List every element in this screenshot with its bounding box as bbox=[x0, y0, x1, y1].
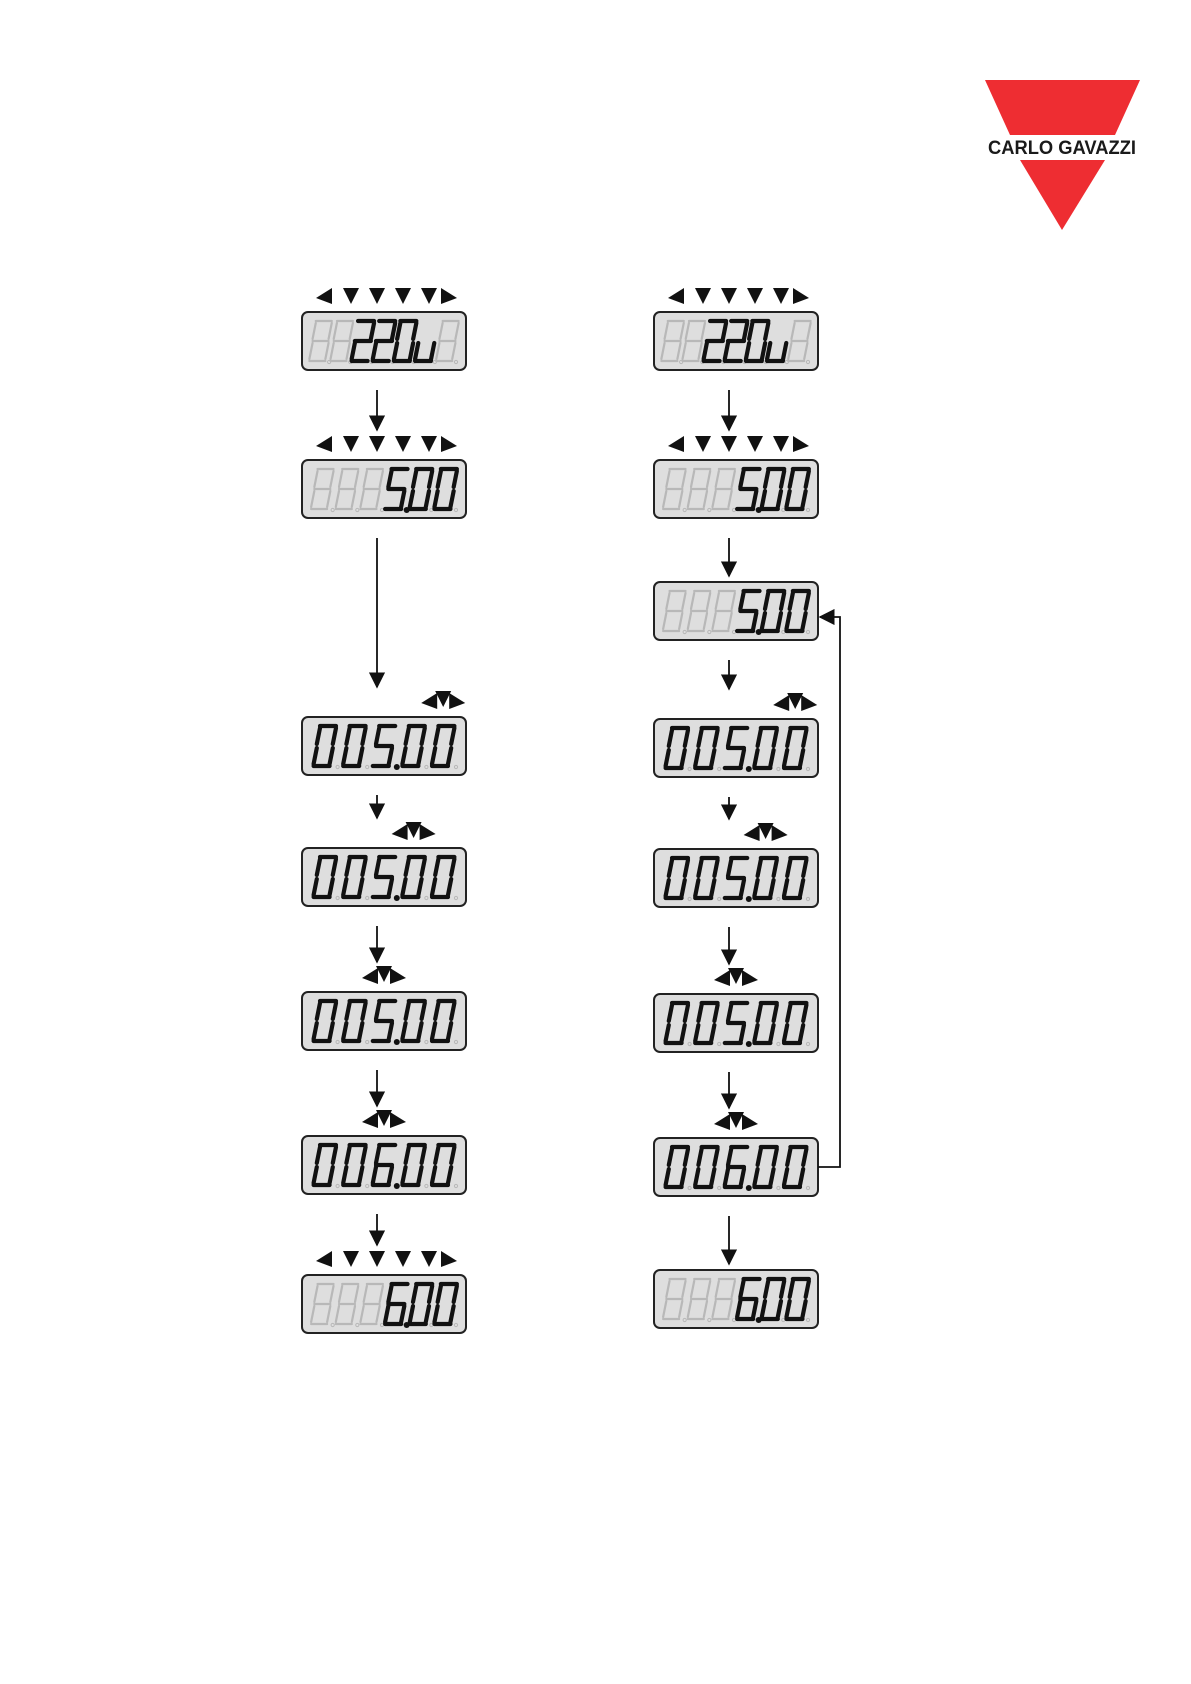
blink-markers bbox=[316, 288, 457, 304]
lcd-display-left-4 bbox=[302, 992, 466, 1050]
triangle-arrow-icon bbox=[772, 825, 788, 841]
lcd-display-right-3 bbox=[654, 719, 818, 777]
triangle-arrow-icon bbox=[395, 436, 411, 452]
lcd-display-right-7 bbox=[654, 1270, 818, 1328]
blink-markers bbox=[744, 823, 788, 841]
triangle-arrow-icon bbox=[728, 968, 744, 984]
decimal-point-lit bbox=[746, 766, 752, 772]
decimal-point-lit bbox=[394, 1039, 400, 1045]
triangle-arrow-icon bbox=[390, 968, 406, 984]
triangle-arrow-icon bbox=[420, 824, 436, 840]
blink-markers bbox=[316, 436, 457, 452]
blink-markers bbox=[714, 968, 758, 986]
triangle-arrow-icon bbox=[369, 1251, 385, 1267]
decimal-point-lit bbox=[746, 1185, 752, 1191]
lcd-display-right-1 bbox=[654, 460, 818, 518]
blink-markers bbox=[773, 693, 817, 711]
triangle-arrow-icon bbox=[441, 288, 457, 304]
triangle-arrow-icon bbox=[376, 966, 392, 982]
triangle-arrow-icon bbox=[362, 968, 378, 984]
lcd-display-right-2 bbox=[654, 582, 818, 640]
triangle-arrow-icon bbox=[316, 288, 332, 304]
triangle-arrow-icon bbox=[801, 695, 817, 711]
triangle-arrow-icon bbox=[668, 436, 684, 452]
blink-markers bbox=[316, 1251, 457, 1267]
triangle-arrow-icon bbox=[721, 436, 737, 452]
triangle-arrow-icon bbox=[742, 1114, 758, 1130]
left-flow-column bbox=[302, 288, 466, 1333]
lcd-display-left-0 bbox=[302, 312, 466, 370]
triangle-arrow-icon bbox=[343, 436, 359, 452]
lcd-display-left-5 bbox=[302, 1136, 466, 1194]
triangle-arrow-icon bbox=[744, 825, 760, 841]
blink-markers bbox=[421, 691, 465, 709]
triangle-arrow-icon bbox=[747, 436, 763, 452]
blink-markers bbox=[362, 1110, 406, 1128]
lcd-display-left-1 bbox=[302, 460, 466, 518]
lcd-display-right-4 bbox=[654, 849, 818, 907]
lcd-display-left-3 bbox=[302, 848, 466, 906]
triangle-arrow-icon bbox=[376, 1110, 392, 1126]
lcd-display-right-6 bbox=[654, 1138, 818, 1196]
triangle-arrow-icon bbox=[343, 1251, 359, 1267]
triangle-arrow-icon bbox=[714, 1114, 730, 1130]
blink-markers bbox=[392, 822, 436, 840]
triangle-arrow-icon bbox=[793, 436, 809, 452]
triangle-arrow-icon bbox=[390, 1112, 406, 1128]
triangle-arrow-icon bbox=[369, 288, 385, 304]
triangle-arrow-icon bbox=[695, 436, 711, 452]
decimal-point-lit bbox=[394, 764, 400, 770]
right-flow-column bbox=[654, 288, 818, 1328]
triangle-arrow-icon bbox=[395, 1251, 411, 1267]
lcd-display-left-6 bbox=[302, 1275, 466, 1333]
decimal-point-lit bbox=[394, 895, 400, 901]
triangle-arrow-icon bbox=[742, 970, 758, 986]
triangle-arrow-icon bbox=[714, 970, 730, 986]
triangle-arrow-icon bbox=[728, 1112, 744, 1128]
triangle-arrow-icon bbox=[343, 288, 359, 304]
triangle-arrow-icon bbox=[316, 1251, 332, 1267]
triangle-arrow-icon bbox=[793, 288, 809, 304]
lcd-display-right-5 bbox=[654, 994, 818, 1052]
triangle-arrow-icon bbox=[421, 288, 437, 304]
triangle-arrow-icon bbox=[421, 1251, 437, 1267]
flow-connectors bbox=[818, 617, 840, 1167]
triangle-arrow-icon bbox=[369, 436, 385, 452]
blink-markers bbox=[362, 966, 406, 984]
triangle-arrow-icon bbox=[395, 288, 411, 304]
decimal-point-lit bbox=[746, 896, 752, 902]
triangle-arrow-icon bbox=[449, 693, 465, 709]
blink-markers bbox=[714, 1112, 758, 1130]
triangle-arrow-icon bbox=[392, 824, 408, 840]
triangle-arrow-icon bbox=[362, 1112, 378, 1128]
triangle-arrow-icon bbox=[773, 436, 789, 452]
triangle-arrow-icon bbox=[421, 436, 437, 452]
triangle-arrow-icon bbox=[435, 691, 451, 707]
blink-markers bbox=[668, 288, 809, 304]
triangle-arrow-icon bbox=[441, 1251, 457, 1267]
triangle-arrow-icon bbox=[316, 436, 332, 452]
triangle-arrow-icon bbox=[406, 822, 422, 838]
triangle-arrow-icon bbox=[421, 693, 437, 709]
triangle-arrow-icon bbox=[787, 693, 803, 709]
loop-back-arrow-icon bbox=[818, 617, 840, 1167]
triangle-arrow-icon bbox=[773, 288, 789, 304]
triangle-arrow-icon bbox=[668, 288, 684, 304]
triangle-arrow-icon bbox=[747, 288, 763, 304]
triangle-arrow-icon bbox=[773, 695, 789, 711]
triangle-arrow-icon bbox=[441, 436, 457, 452]
decimal-point-lit bbox=[746, 1041, 752, 1047]
triangle-arrow-icon bbox=[721, 288, 737, 304]
lcd-display-left-2 bbox=[302, 717, 466, 775]
triangle-arrow-icon bbox=[695, 288, 711, 304]
blink-markers bbox=[668, 436, 809, 452]
lcd-display-right-0 bbox=[654, 312, 818, 370]
decimal-point-lit bbox=[394, 1183, 400, 1189]
triangle-arrow-icon bbox=[758, 823, 774, 839]
